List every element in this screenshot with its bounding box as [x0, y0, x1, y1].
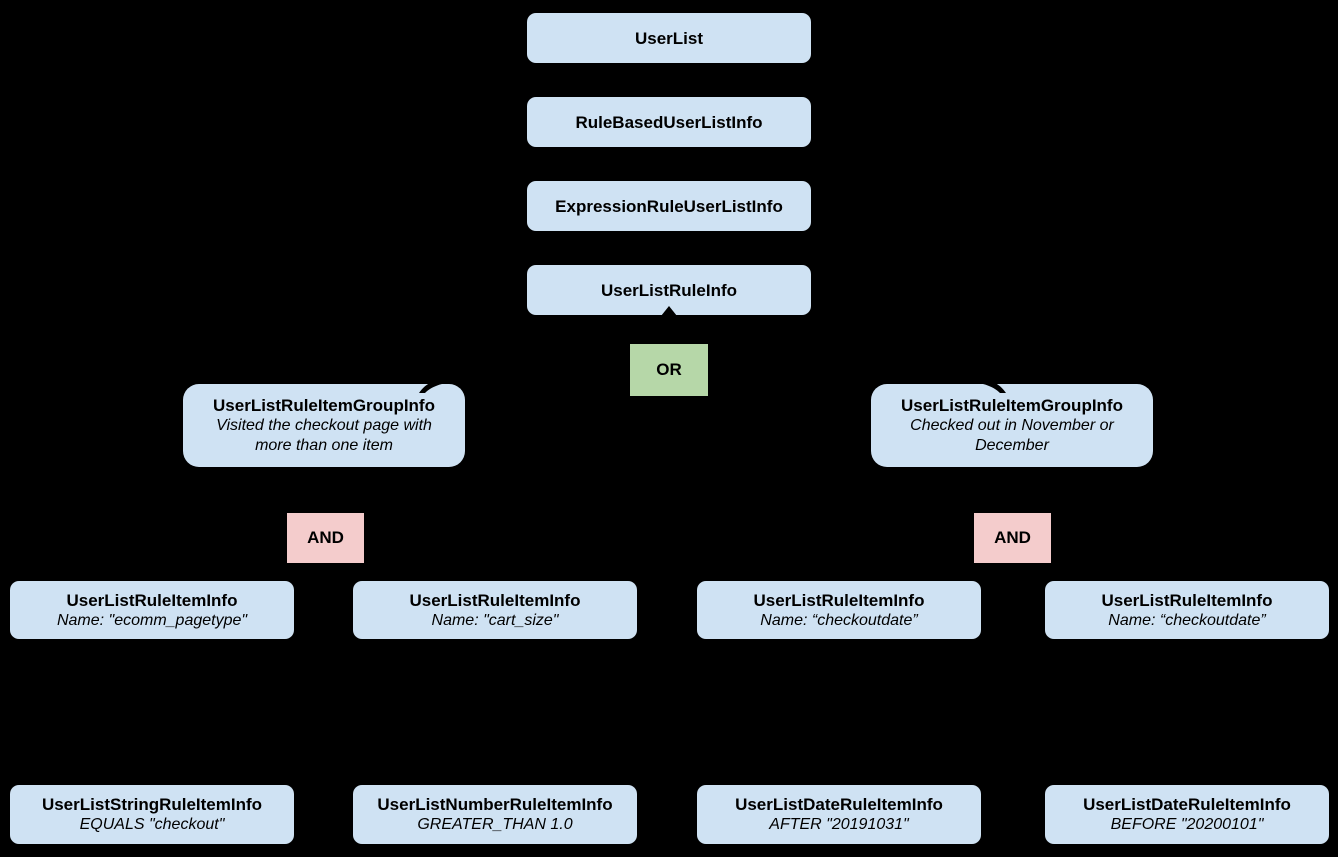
node-rulebaseduserlistinfo-label: RuleBasedUserListInfo: [575, 112, 763, 132]
connector-arrowhead-up-icon: [661, 306, 677, 316]
node-dateruleitem-before-title: UserListDateRuleItemInfo: [1083, 795, 1291, 814]
node-rulebaseduserlistinfo: RuleBasedUserListInfo: [527, 97, 811, 147]
node-ruleitem-checkoutdate-2-title: UserListRuleItemInfo: [1101, 590, 1273, 610]
node-numberruleitem-subtitle: GREATER_THAN 1.0: [417, 816, 573, 833]
connector-arrowhead-left-group-icon: [419, 374, 475, 393]
node-stringruleitem-subtitle: EQUALS "checkout": [79, 816, 225, 833]
node-ruleitem-ecomm-pagetype-title: UserListRuleItemInfo: [66, 590, 238, 610]
node-group-left: UserListRuleItemGroupInfo Visited the ch…: [183, 384, 465, 467]
node-group-right-subtitle: Checked out in November or December: [910, 417, 1114, 454]
node-numberruleitem-title: UserListNumberRuleItemInfo: [377, 795, 613, 814]
node-ruleitem-checkoutdate-1-subtitle: Name: “checkoutdate”: [760, 611, 918, 629]
node-dateruleitem-after-title: UserListDateRuleItemInfo: [735, 795, 943, 814]
node-ruleitem-cart-size: UserListRuleItemInfo Name: "cart_size": [353, 581, 637, 639]
and-operator-left-label: AND: [307, 528, 344, 547]
node-ruleitem-ecomm-pagetype: UserListRuleItemInfo Name: "ecomm_pagety…: [10, 581, 294, 639]
node-group-right: UserListRuleItemGroupInfo Checked out in…: [871, 384, 1153, 467]
node-dateruleitem-before: UserListDateRuleItemInfo BEFORE "2020010…: [1045, 785, 1329, 844]
node-ruleitem-cart-size-subtitle: Name: "cart_size": [431, 611, 559, 629]
node-dateruleitem-after: UserListDateRuleItemInfo AFTER "20191031…: [697, 785, 981, 844]
node-ruleitem-ecomm-pagetype-subtitle: Name: "ecomm_pagetype": [56, 611, 248, 629]
node-ruleitem-checkoutdate-2: UserListRuleItemInfo Name: “checkoutdate…: [1045, 581, 1329, 639]
and-operator-right-box: AND: [974, 513, 1051, 563]
node-userlistruleinfo-label: UserListRuleInfo: [600, 280, 738, 300]
node-numberruleitem: UserListNumberRuleItemInfo GREATER_THAN …: [353, 785, 637, 844]
node-userlist: UserList: [527, 13, 811, 63]
and-operator-left-box: AND: [287, 513, 364, 563]
node-group-left-title: UserListRuleItemGroupInfo: [213, 396, 435, 415]
or-operator-label: OR: [656, 360, 682, 379]
node-expressionruleuserlistinfo: ExpressionRuleUserListInfo: [527, 181, 811, 231]
node-stringruleitem-title: UserListStringRuleItemInfo: [41, 795, 263, 814]
or-operator-box: OR: [630, 344, 708, 396]
node-ruleitem-checkoutdate-2-subtitle: Name: “checkoutdate”: [1108, 611, 1266, 629]
connector-arrowhead-right-group-icon: [950, 374, 1006, 393]
node-userlist-label: UserList: [634, 28, 704, 48]
node-ruleitem-checkoutdate-1: UserListRuleItemInfo Name: “checkoutdate…: [697, 581, 981, 639]
node-dateruleitem-before-subtitle: BEFORE "20200101": [1110, 816, 1264, 833]
node-group-left-subtitle: Visited the checkout page with more than…: [216, 417, 432, 454]
node-dateruleitem-after-subtitle: AFTER "20191031": [769, 816, 909, 833]
node-ruleitem-checkoutdate-1-title: UserListRuleItemInfo: [753, 590, 925, 610]
node-ruleitem-cart-size-title: UserListRuleItemInfo: [409, 590, 581, 610]
node-group-right-title: UserListRuleItemGroupInfo: [901, 396, 1123, 415]
node-expressionruleuserlistinfo-label: ExpressionRuleUserListInfo: [555, 196, 783, 216]
node-stringruleitem: UserListStringRuleItemInfo EQUALS "check…: [10, 785, 294, 844]
and-operator-right-label: AND: [994, 528, 1031, 547]
